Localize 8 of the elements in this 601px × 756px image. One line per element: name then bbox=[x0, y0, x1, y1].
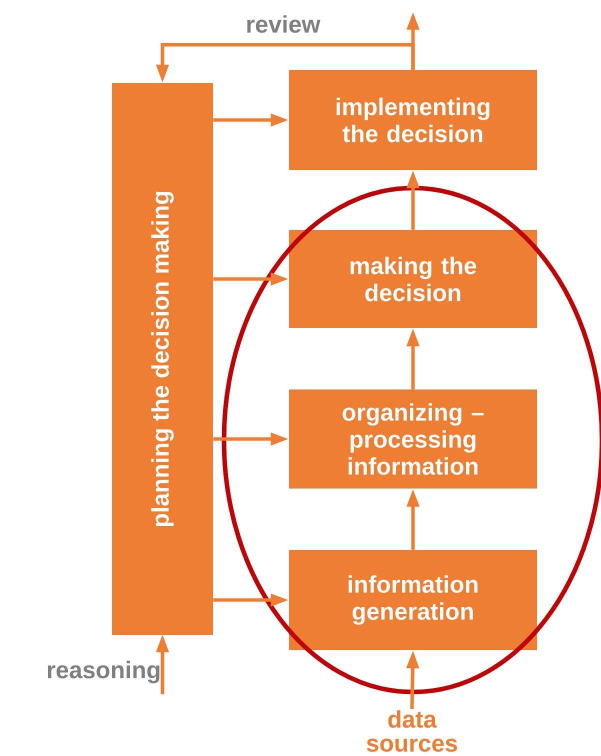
process-box: organizing – processing information bbox=[289, 390, 537, 488]
edge-label: review bbox=[247, 15, 320, 33]
planning-box: planning the decision making bbox=[112, 83, 213, 635]
process-box: making the decision bbox=[289, 230, 537, 328]
process-box: information generation bbox=[289, 550, 537, 650]
input-label: data sources bbox=[366, 710, 458, 752]
process-box: implementing the decision bbox=[289, 70, 537, 170]
input-label: reasoning bbox=[48, 660, 160, 684]
